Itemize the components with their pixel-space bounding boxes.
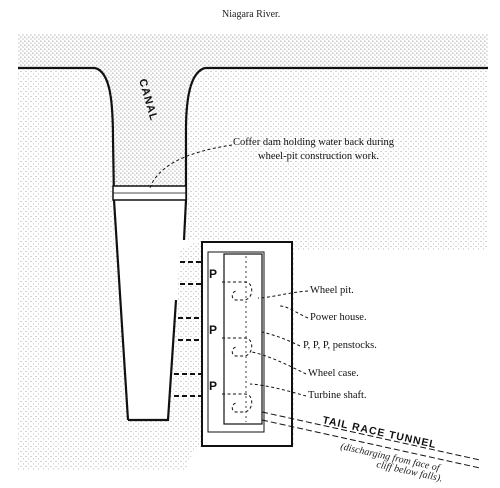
canal-right-wall [182,66,206,241]
turbine-shaft-label: Turbine shaft. [308,390,367,401]
power-house-label: Power house. [310,312,367,323]
wheel-cases [222,281,253,413]
tail-race-tunnel [261,411,481,469]
coffer-dam-label-2: wheel-pit construction work. [258,151,379,162]
penstock-ducts [174,261,205,397]
penstocks-label: P, P, P, penstocks. [303,340,377,351]
wheel-case-label: Wheel case. [308,368,359,379]
wheel-pit-inner [207,251,265,433]
coffer-dam-label-1: Coffer dam holding water back during [233,137,395,148]
canal-left-wall [94,66,130,421]
penstock-label-2: P [209,323,217,337]
wheel-pit [223,253,263,425]
wheel-pit-label: Wheel pit. [310,285,354,296]
penstock-label-1: P [209,267,217,281]
pit-interior [114,200,186,420]
leader-lines [149,144,309,397]
river-water [18,34,488,68]
canal-water [95,68,205,188]
pit-bottom [128,299,178,422]
river-label: Niagara River. [222,9,280,20]
penstock-label-3: P [209,379,217,393]
